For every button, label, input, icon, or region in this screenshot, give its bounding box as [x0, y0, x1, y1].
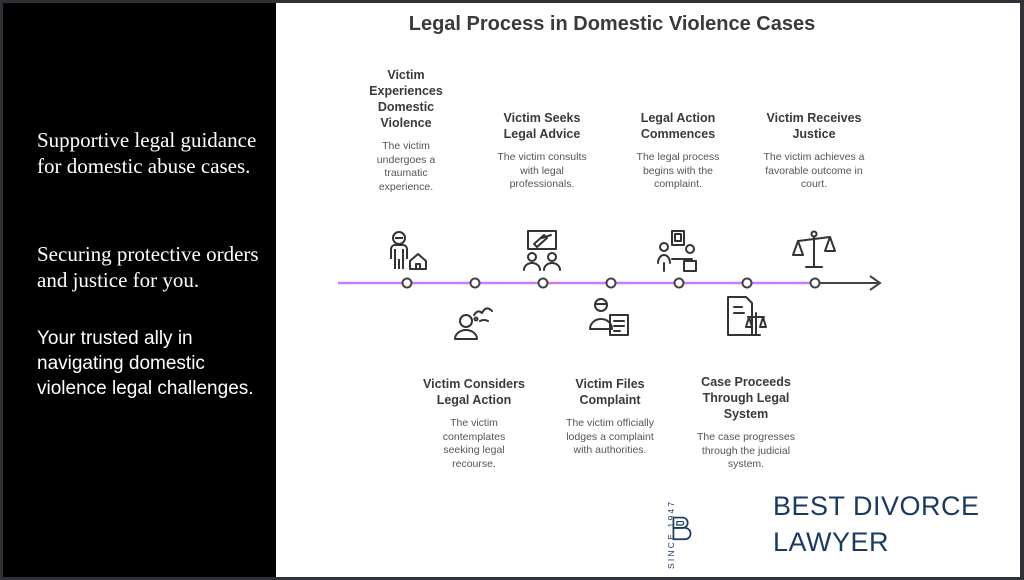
- logo-mark: [672, 516, 692, 541]
- consultation-icon: [523, 230, 561, 271]
- timeline-node-6: [741, 277, 753, 289]
- step-5-title: Legal Action Commences: [640, 111, 716, 141]
- step-6-desc: The case progresses through the judicial…: [696, 431, 796, 470]
- timeline-node-4: [605, 277, 617, 289]
- step-3-desc: The victim consults with legal professio…: [497, 151, 587, 190]
- victim-house-icon: [390, 231, 427, 270]
- step-6: Case Proceeds Through Legal System The c…: [686, 374, 806, 472]
- scales-icon: [792, 230, 836, 268]
- thinking-person-icon: [454, 307, 493, 340]
- step-7-title: Victim Receives Justice: [766, 111, 862, 141]
- step-5: Legal Action Commences The legal process…: [618, 110, 738, 192]
- step-7: Victim Receives Justice The victim achie…: [754, 110, 874, 192]
- timeline-node-5: [673, 277, 685, 289]
- court-proceeding-icon: [657, 230, 697, 272]
- person-document-icon: [589, 298, 629, 336]
- document-scales-icon: [727, 296, 767, 336]
- timeline-node-2: [469, 277, 481, 289]
- step-2-desc: The victim contemplates seeking legal re…: [442, 417, 506, 470]
- step-3-title: Victim Seeks Legal Advice: [503, 111, 581, 141]
- trusted-ally-text: Your trusted ally in navigating domestic…: [37, 328, 254, 399]
- step-2-title: Victim Considers Legal Action: [423, 377, 525, 407]
- step-3: Victim Seeks Legal Advice The victim con…: [482, 110, 602, 192]
- logo-line-1: BEST DIVORCE: [773, 491, 980, 521]
- step-1-desc: The victim undergoes a traumatic experie…: [376, 140, 436, 193]
- step-2: Victim Considers Legal Action The victim…: [414, 376, 534, 471]
- timeline-arrow-head: [869, 275, 882, 291]
- timeline-node-1: [401, 277, 413, 289]
- step-5-desc: The legal process begins with the compla…: [636, 151, 720, 190]
- logo-line-2: LAWYER: [773, 527, 890, 557]
- step-4-title: Victim Files Complaint: [575, 377, 645, 407]
- diagram-title: Legal Process in Domestic Violence Cases: [408, 13, 816, 35]
- protective-orders-text: Securing protective orders and justice f…: [37, 242, 259, 292]
- step-1-title: Victim Experiences Domestic Violence: [369, 68, 443, 130]
- timeline-node-7: [809, 277, 821, 289]
- left-text-panel: Supportive legal guidance for domestic a…: [3, 3, 276, 577]
- step-1: Victim Experiences Domestic Violence The…: [346, 67, 466, 194]
- step-7-desc: The victim achieves a favorable outcome …: [763, 151, 865, 190]
- step-4-desc: The victim officially lodges a complaint…: [566, 417, 654, 456]
- guidance-text: Supportive legal guidance for domestic a…: [37, 128, 257, 178]
- timeline-node-3: [537, 277, 549, 289]
- diagram-panel: Legal Process in Domestic Violence Cases…: [276, 3, 1020, 577]
- step-4: Victim Files Complaint The victim offici…: [550, 376, 670, 458]
- timeline: [338, 275, 882, 291]
- step-6-title: Case Proceeds Through Legal System: [701, 375, 791, 421]
